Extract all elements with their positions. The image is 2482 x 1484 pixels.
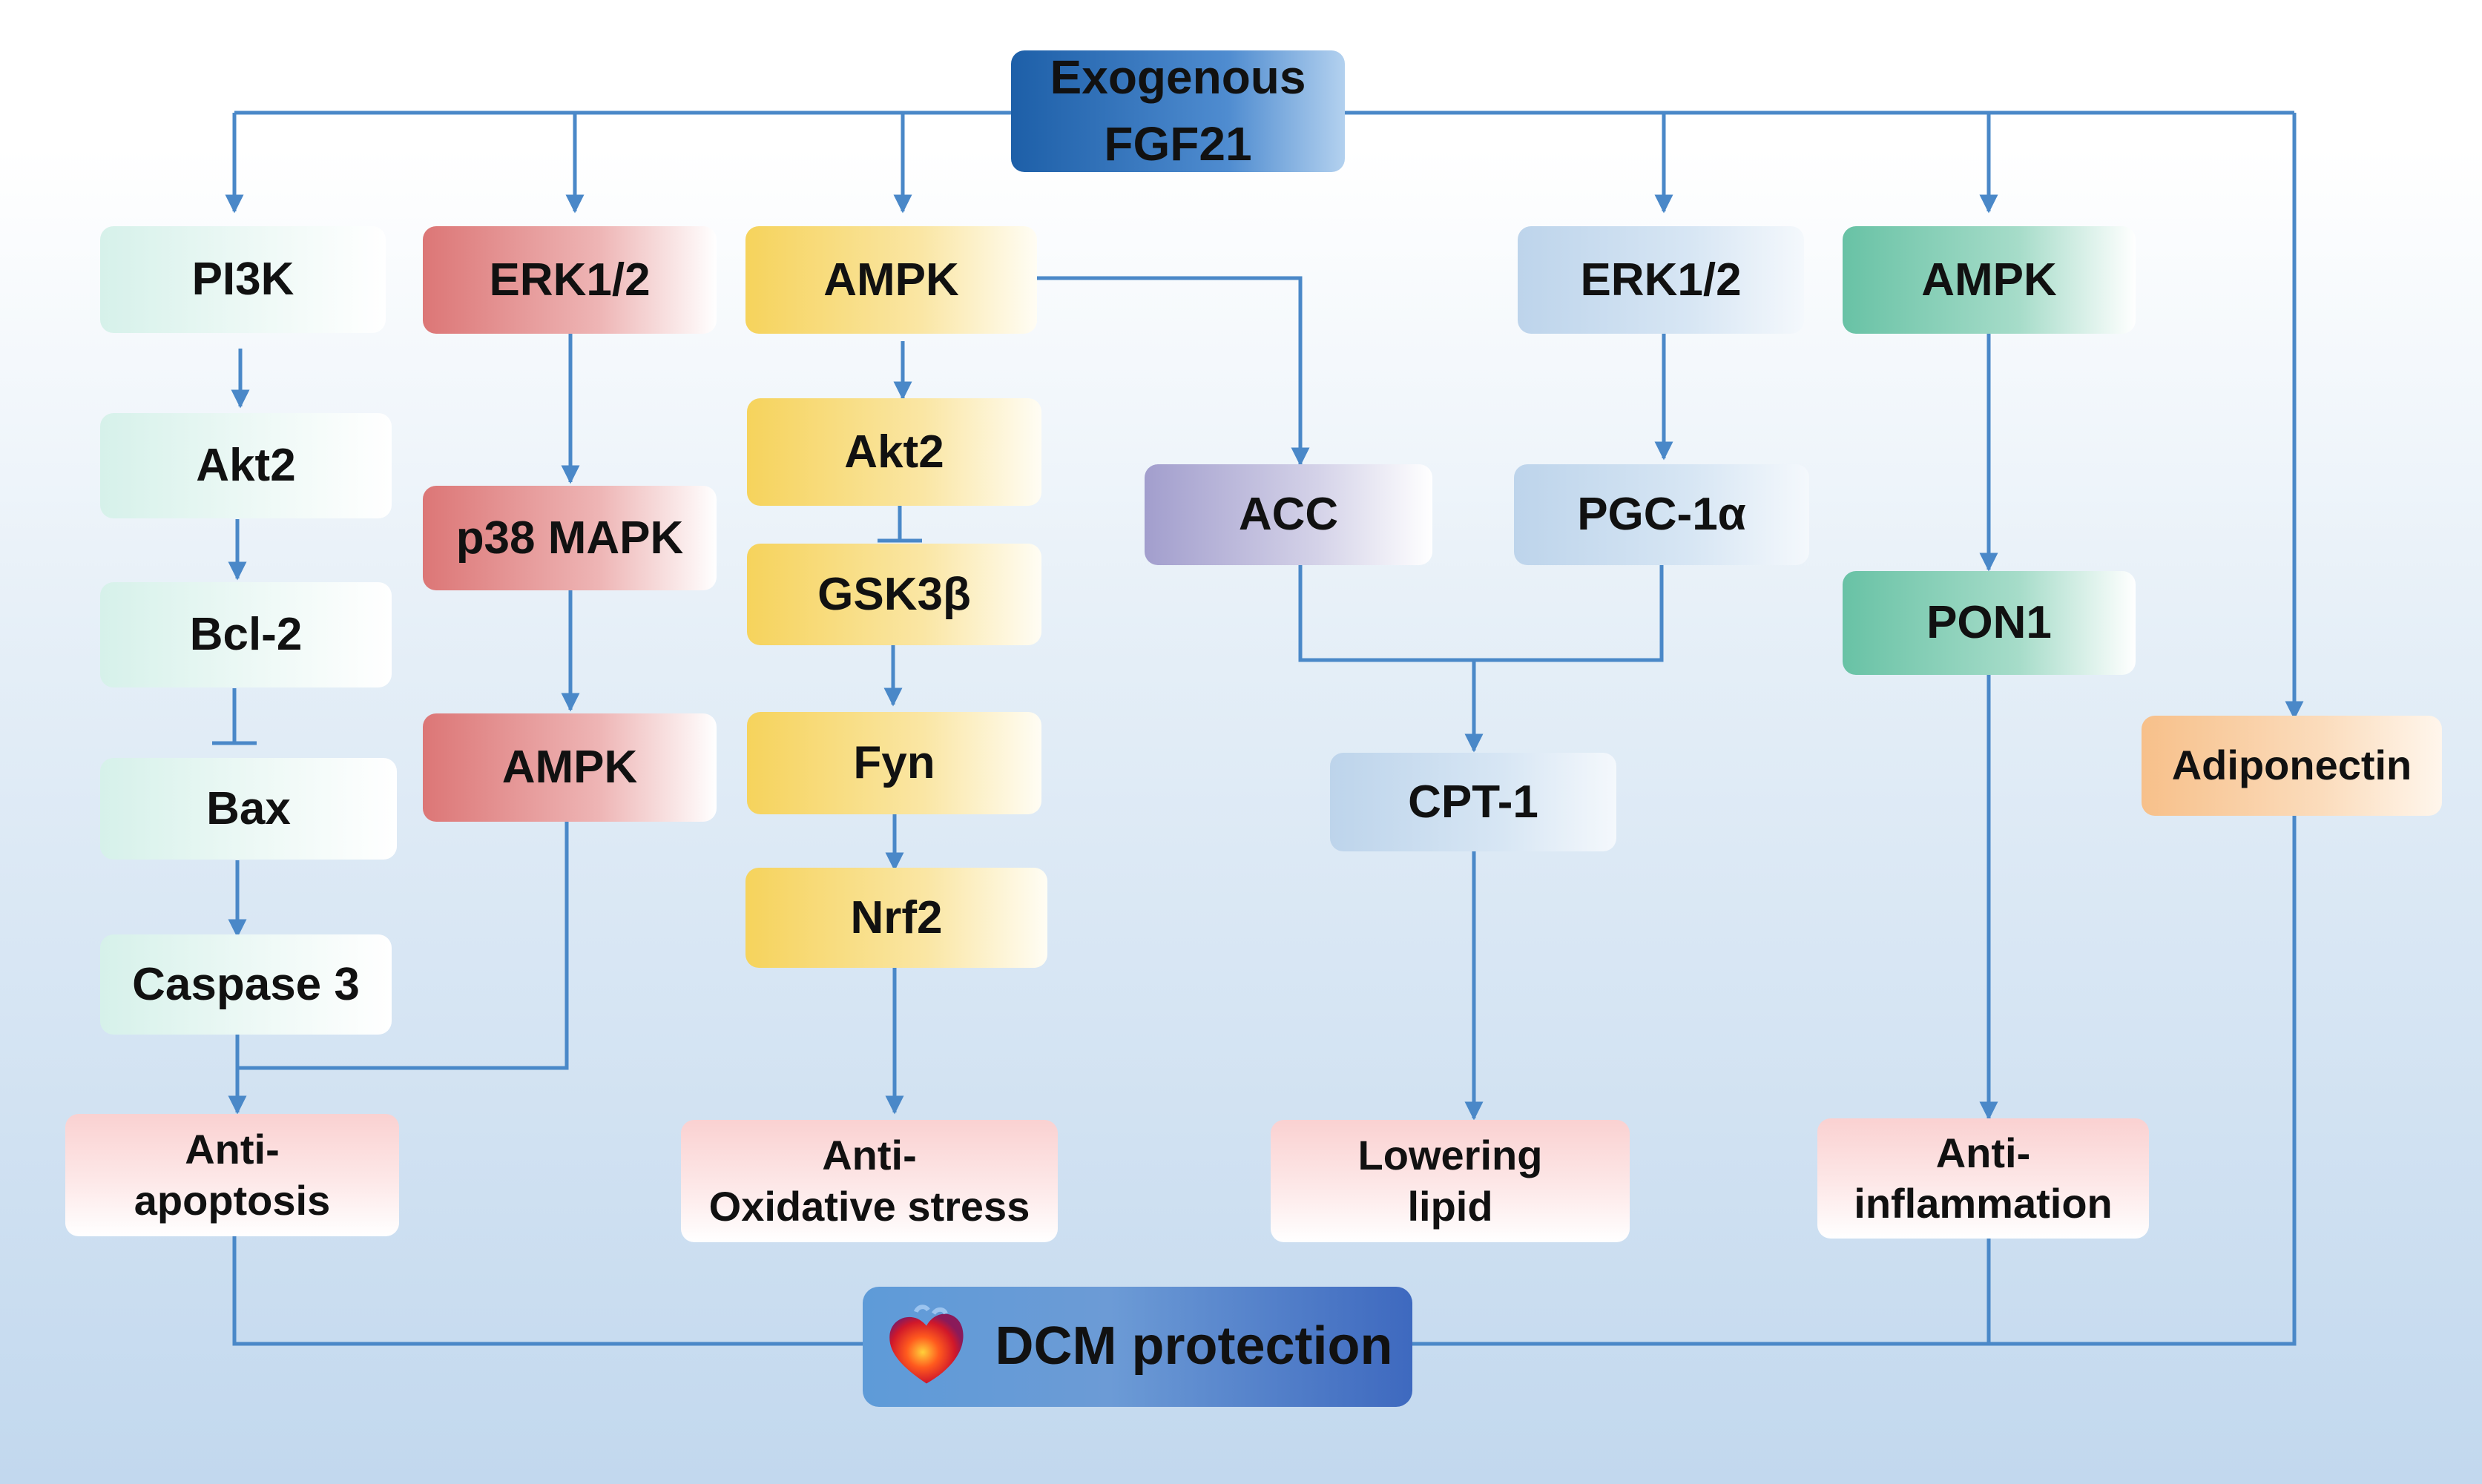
pon1-node: PON1 bbox=[1843, 571, 2136, 675]
erk12-node-right: ERK1/2 bbox=[1518, 226, 1804, 334]
gsk3b-node: GSK3β bbox=[747, 544, 1041, 645]
cpt1-node: CPT-1 bbox=[1330, 753, 1616, 851]
anti-oxidative-line2: Oxidative stress bbox=[708, 1182, 1030, 1230]
dcm-protection-label: DCM protection bbox=[995, 1316, 1393, 1376]
anti-inflammation-line1: Anti- bbox=[1935, 1129, 2031, 1176]
anti-apoptosis-node: Anti- apoptosis bbox=[65, 1114, 399, 1236]
anti-oxidative-line1: Anti- bbox=[822, 1132, 917, 1179]
line-antiapoptosis-dcm bbox=[232, 1236, 864, 1346]
anti-apoptosis-line1: Anti- bbox=[185, 1126, 280, 1173]
exogenous-fgf21-line2: FGF21 bbox=[1104, 117, 1252, 171]
line-acc-pgc1a-merge bbox=[1298, 565, 1664, 662]
ampk-node-right: AMPK bbox=[1843, 226, 2136, 334]
arrow-ampk-acc bbox=[1037, 276, 1310, 466]
p38-mapk-node: p38 MAPK bbox=[423, 486, 717, 590]
anti-oxidative-stress-node: Anti- Oxidative stress bbox=[681, 1120, 1058, 1242]
bax-node: Bax bbox=[100, 758, 397, 860]
nrf2-node: Nrf2 bbox=[745, 868, 1047, 968]
lowering-lipid-line1: Lowering bbox=[1357, 1132, 1543, 1179]
anti-apoptosis-line2: apoptosis bbox=[134, 1176, 331, 1224]
pgc1a-node: PGC-1α bbox=[1514, 464, 1809, 565]
adiponectin-node: Adiponectin bbox=[2142, 716, 2442, 816]
ampk-node-mid: AMPK bbox=[745, 226, 1037, 334]
acc-node: ACC bbox=[1145, 464, 1432, 565]
inhibit-akt2-gsk3b bbox=[878, 506, 922, 543]
akt2-node-mid: Akt2 bbox=[747, 398, 1041, 506]
pi3k-node: PI3K bbox=[100, 226, 386, 333]
fyn-node: Fyn bbox=[747, 712, 1041, 814]
heart-icon bbox=[889, 1305, 964, 1384]
dcm-protection-node: DCM protection bbox=[863, 1287, 1412, 1407]
lowering-lipid-line2: lipid bbox=[1407, 1182, 1493, 1230]
lowering-lipid-node: Lowering lipid bbox=[1271, 1120, 1630, 1242]
line-right-to-dcm bbox=[1411, 816, 2297, 1346]
caspase3-node: Caspase 3 bbox=[100, 934, 392, 1035]
anti-inflammation-line2: inflammation bbox=[1854, 1180, 2113, 1227]
inhibit-bcl2-bax bbox=[212, 688, 257, 745]
ampk-node-left: AMPK bbox=[423, 713, 717, 822]
anti-inflammation-node: Anti- inflammation bbox=[1817, 1118, 2149, 1239]
akt2-node-left: Akt2 bbox=[100, 413, 392, 518]
exogenous-fgf21-line1: Exogenous bbox=[1050, 50, 1306, 105]
exogenous-fgf21-node: Exogenous FGF21 bbox=[1011, 50, 1345, 172]
bcl2-node: Bcl-2 bbox=[100, 582, 392, 687]
line-ampk-to-antiapoptosis bbox=[237, 822, 569, 1070]
erk12-node-left: ERK1/2 bbox=[423, 226, 717, 334]
